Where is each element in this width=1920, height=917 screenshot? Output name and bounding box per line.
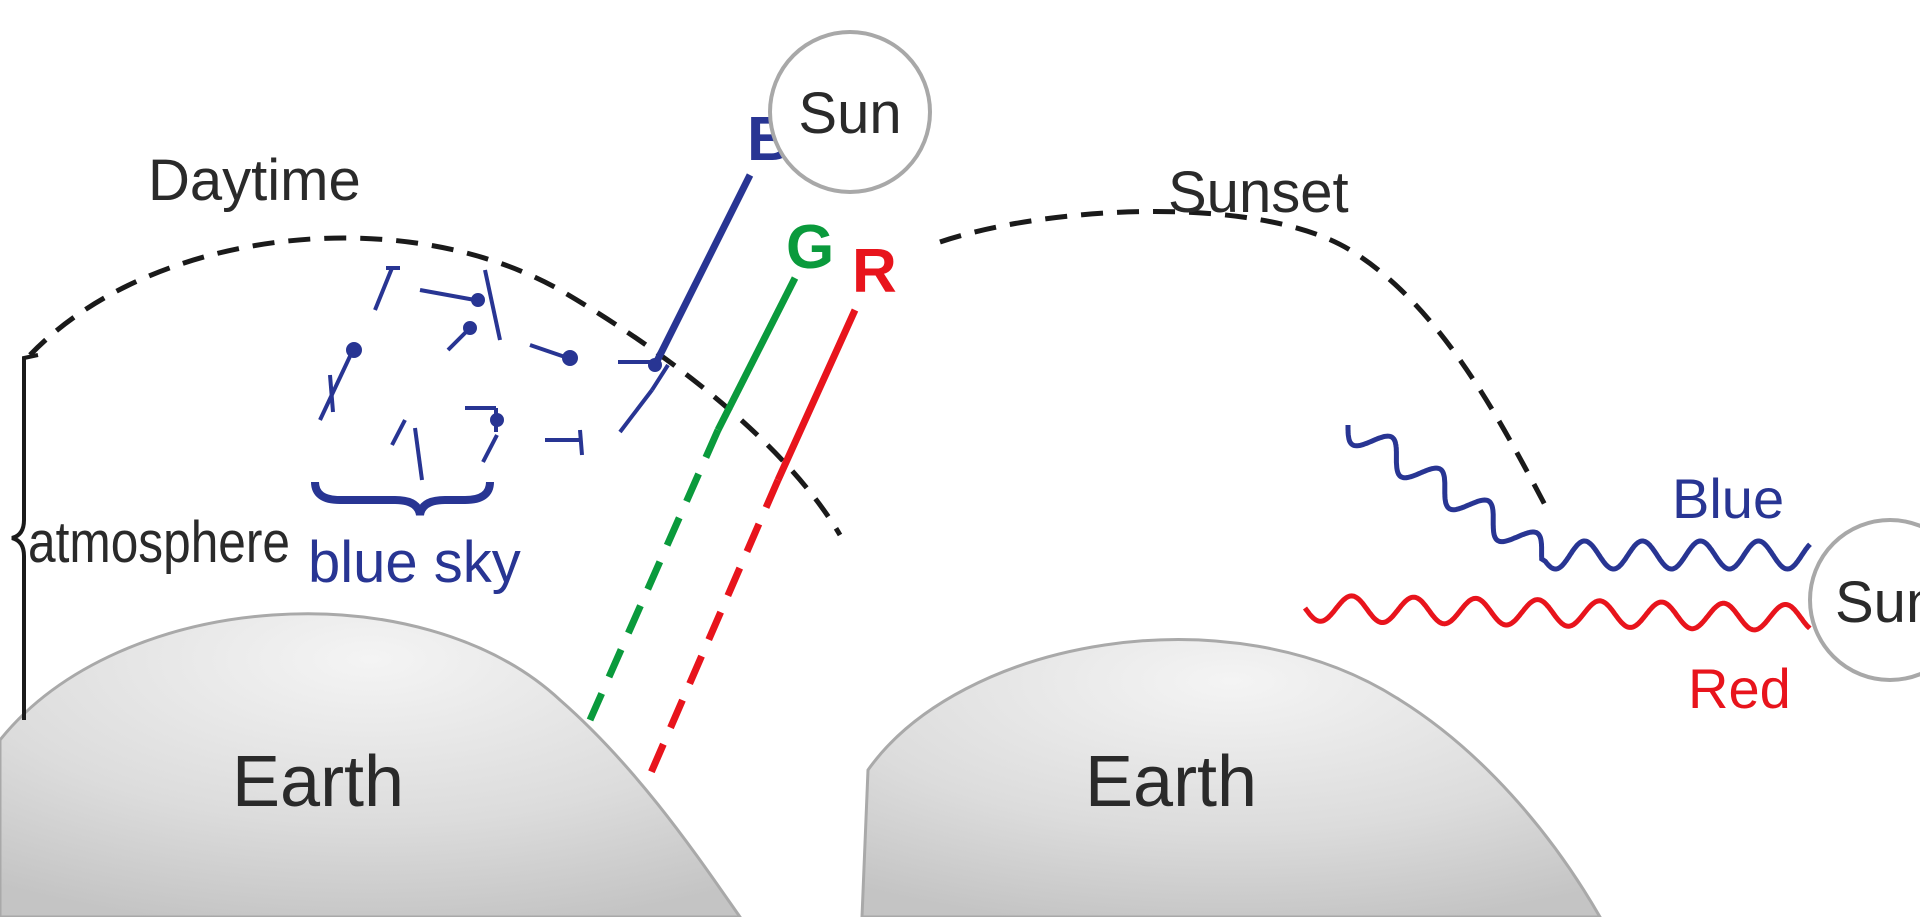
red-beam-dashed [646,478,782,777]
blue-sky-brace [311,481,494,516]
earth-right-label: Earth [1085,742,1257,822]
sun-left-label: Sun [798,81,901,146]
earth-left [0,612,742,917]
blue-sky-label: blue sky [308,530,521,595]
daytime-panel: Earth atmosphere Daytime blue sky [0,30,932,917]
green-beam-dashed [586,428,722,722]
red-label: Red [1688,657,1791,720]
red-wave [1302,593,1812,633]
red-beam-solid [774,308,859,482]
earth-right [860,638,1602,917]
atmosphere-brace [11,353,39,720]
atmosphere-label: atmosphere [28,510,290,575]
scattered-blue-light [318,266,670,481]
atmosphere-boundary-right [939,209,1548,507]
blue-scatter-point [648,358,662,372]
blue-beam [651,173,754,367]
g-label: G [786,213,834,282]
daytime-label: Daytime [148,148,361,213]
earth-left-label: Earth [232,742,404,822]
r-label: R [852,237,897,306]
sunset-panel: Earth Sunset Blue Red Sun [860,160,1920,917]
sunset-label: Sunset [1168,160,1349,225]
sun-right [1808,518,1920,682]
blue-label: Blue [1672,467,1784,530]
atmosphere-boundary-left [28,235,843,537]
sun-left [768,30,932,194]
green-beam-solid [714,276,799,432]
blue-wave [1345,425,1812,572]
sun-right-label: Sun [1835,570,1920,635]
